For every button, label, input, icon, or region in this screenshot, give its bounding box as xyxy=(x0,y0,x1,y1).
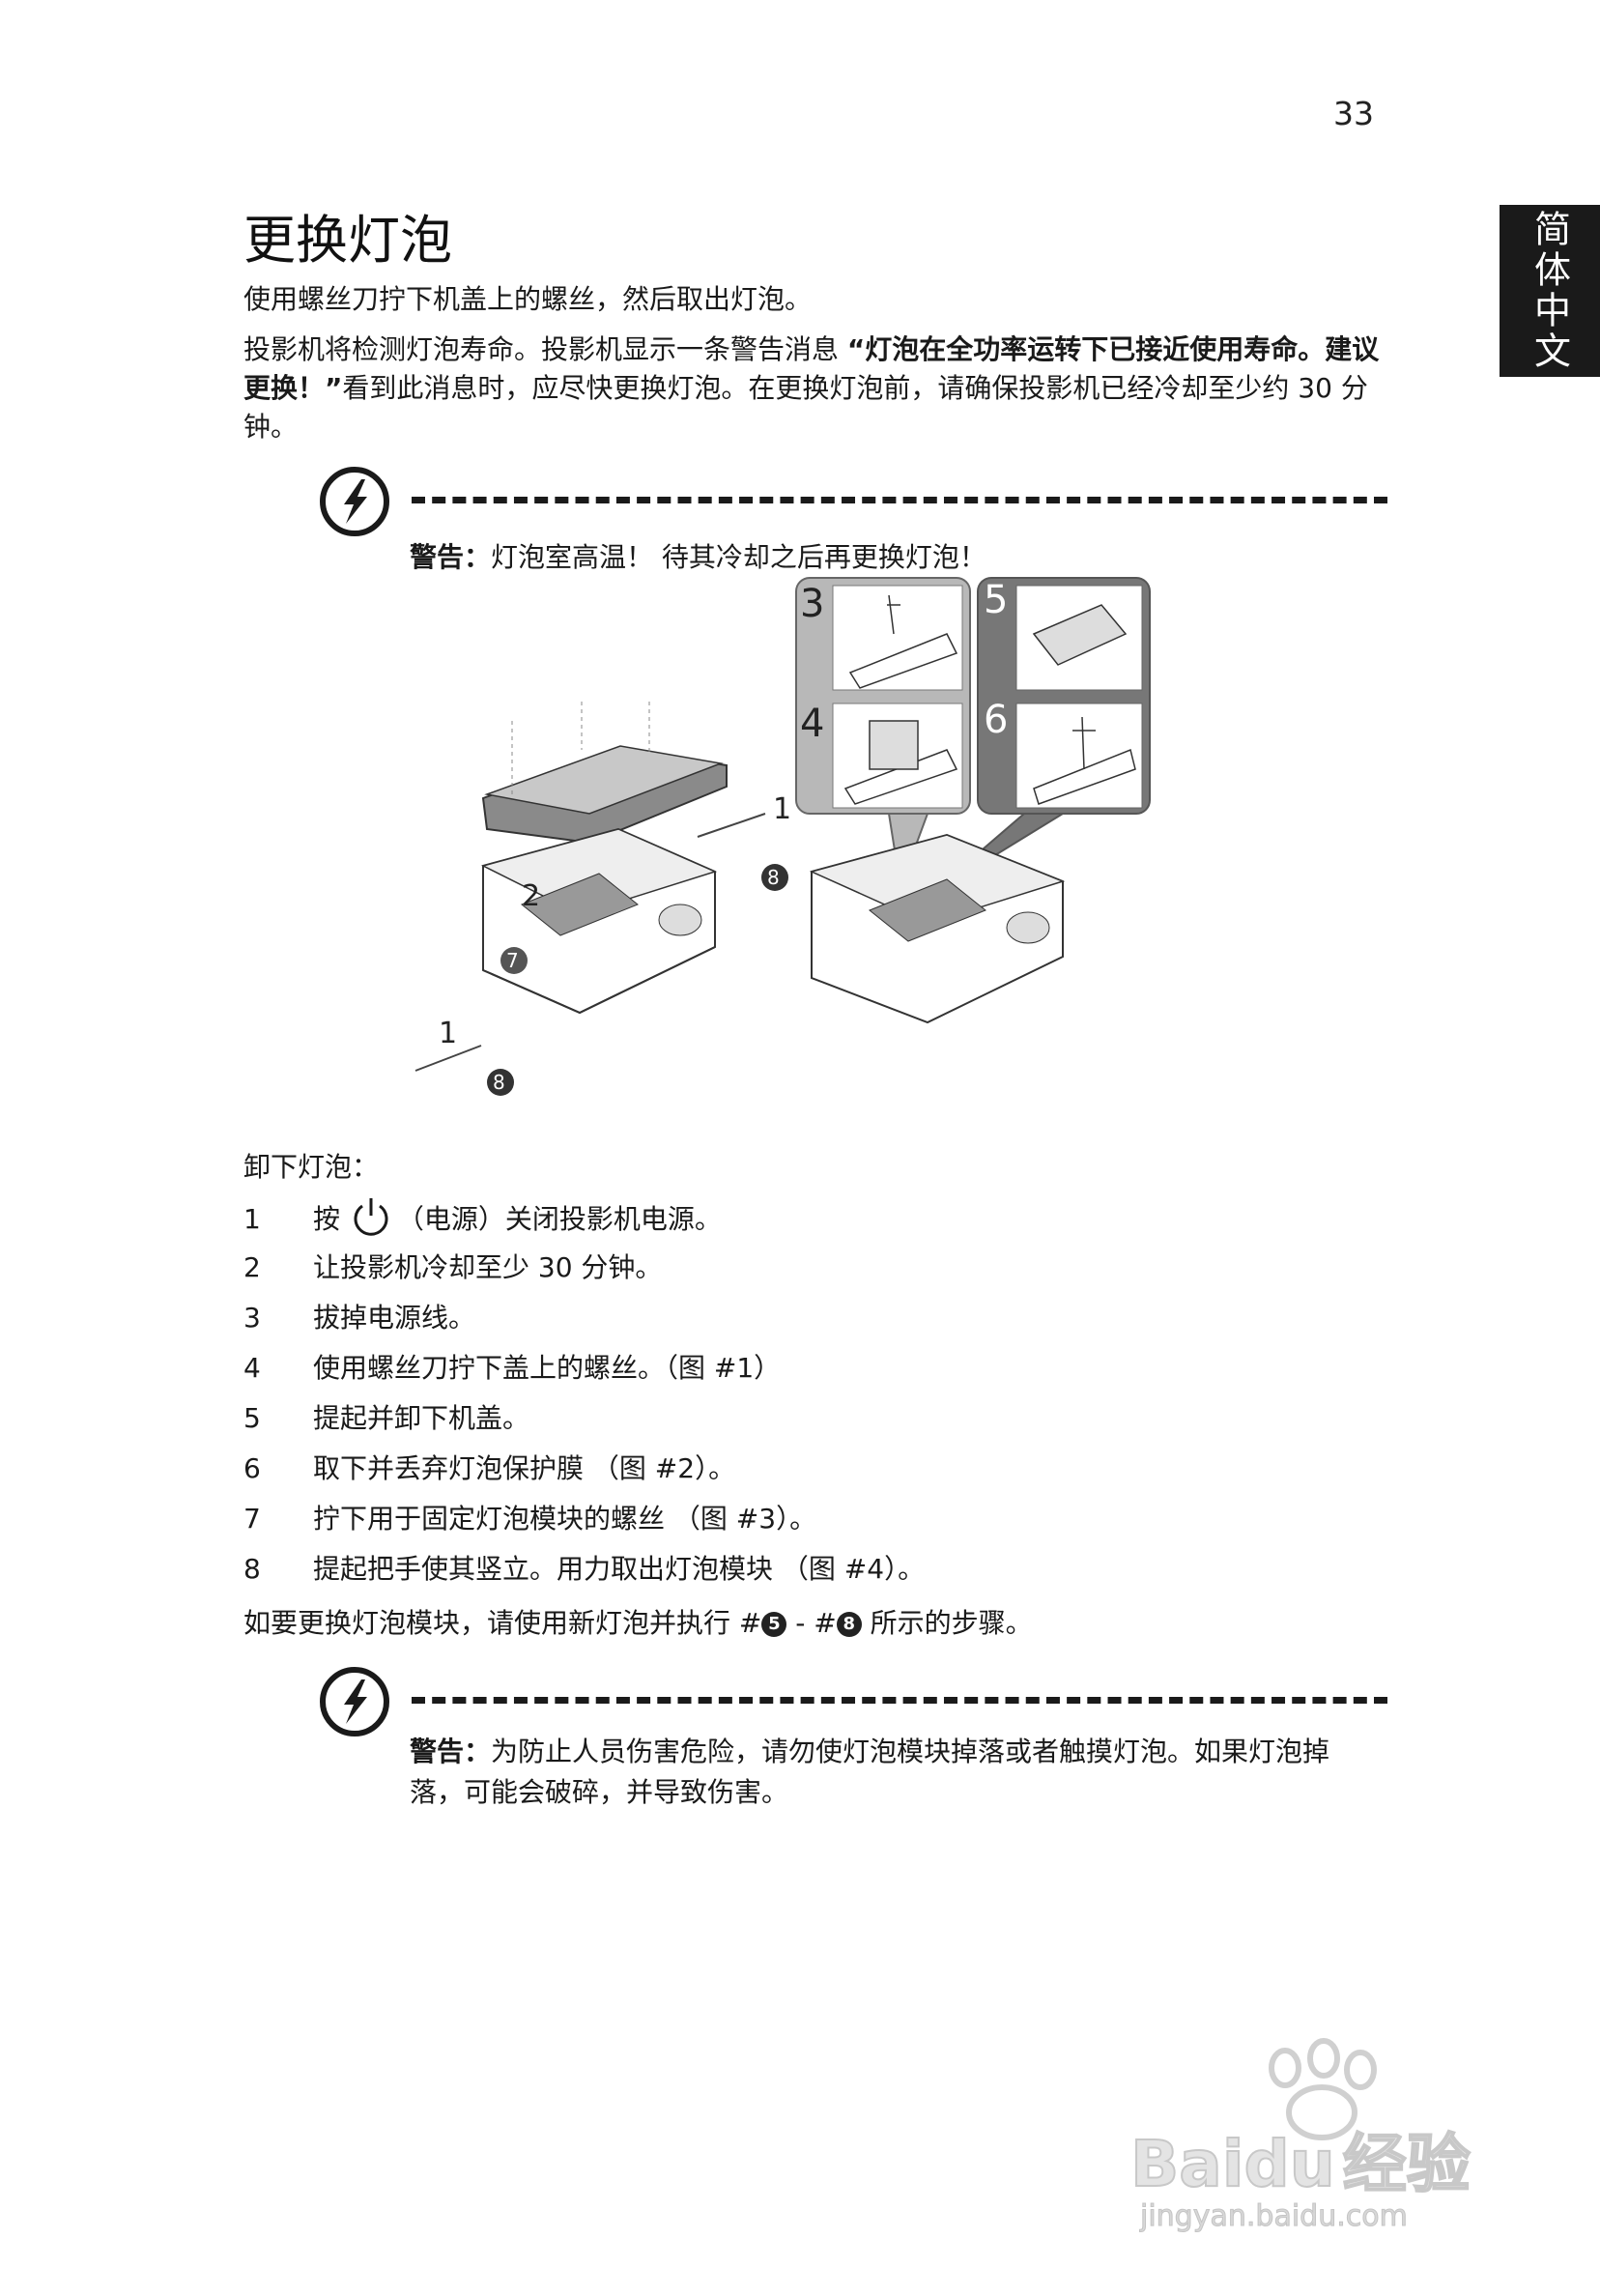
watermark-cn: 经验 xyxy=(1342,2126,1471,2202)
step-text: （电源）关闭投影机电源。 xyxy=(396,1203,722,1235)
replace-post: 所示的步骤。 xyxy=(861,1607,1033,1639)
step-5-badge: 5 xyxy=(761,1612,787,1637)
step-number: 5 xyxy=(243,1402,261,1434)
step-text: 拧下用于固定灯泡模块的螺丝 （图 #3）。 xyxy=(313,1503,817,1535)
figure-label-1-left: 1 xyxy=(439,1017,458,1050)
step-text: 使用螺丝刀拧下盖上的螺丝。（图 #1） xyxy=(313,1352,782,1384)
step-3: 3 拔掉电源线。 xyxy=(243,1299,475,1337)
step-number: 4 xyxy=(243,1352,261,1384)
figure-label-2: 2 xyxy=(522,879,541,913)
detect-text-2: 看到此消息时，应尽快更换灯泡。在更换灯泡前，请确保投影机已经冷却至少约 30 分… xyxy=(243,372,1368,443)
warning-text: 为防止人员伤害危险，请勿使灯泡模块掉落或者触摸灯泡。如果灯泡掉落，可能会破碎，并… xyxy=(410,1736,1330,1808)
step-number: 6 xyxy=(243,1452,261,1484)
warning-divider xyxy=(412,497,1387,503)
language-tab-label: 简体中文 xyxy=(1528,210,1571,372)
warning-label: 警告： xyxy=(410,541,492,573)
step-7: 7 拧下用于固定灯泡模块的螺丝 （图 #3）。 xyxy=(243,1500,816,1538)
step-text: 拔掉电源线。 xyxy=(313,1302,476,1334)
step-2: 2 让投影机冷却至少 30 分钟。 xyxy=(243,1248,662,1287)
step-text: 取下并丢弃灯泡保护膜 （图 #2）。 xyxy=(313,1452,736,1484)
step-5: 5 提起并卸下机盖。 xyxy=(243,1399,529,1438)
page-number: 33 xyxy=(1333,95,1374,132)
figure-label-8-left: 8 xyxy=(493,1071,505,1094)
figure-label-8-right: 8 xyxy=(767,866,780,889)
replace-lamp-paragraph: 如要更换灯泡模块，请使用新灯泡并执行 #5 - #8 所示的步骤。 xyxy=(243,1604,1033,1643)
warning-hot-lamp: 警告：灯泡室高温！ 待其冷却之后再更换灯泡！ xyxy=(410,537,1357,578)
figure-label-5: 5 xyxy=(984,578,1009,622)
step-8-badge: 8 xyxy=(836,1612,862,1637)
watermark-brand: Bai xyxy=(1129,2126,1244,2202)
watermark-url: jingyan.baidu.com xyxy=(1140,2199,1409,2234)
step-8: 8 提起把手使其竖立。用力取出灯泡模块 （图 #4）。 xyxy=(243,1550,925,1589)
figure-label-7: 7 xyxy=(506,949,519,972)
language-tab: 简体中文 xyxy=(1500,205,1600,377)
figure-label-1-right: 1 xyxy=(773,792,792,826)
warning-drop-lamp: 警告：为防止人员伤害危险，请勿使灯泡模块掉落或者触摸灯泡。如果灯泡掉落，可能会破… xyxy=(410,1732,1357,1813)
watermark-brand-2: du xyxy=(1243,2126,1335,2202)
figure-label-4: 4 xyxy=(800,702,825,746)
replace-pre: 如要更换灯泡模块，请使用新灯泡并执行 # xyxy=(243,1607,762,1639)
figure-drawing xyxy=(414,577,1151,1096)
warning-divider xyxy=(412,1697,1387,1704)
step-number: 8 xyxy=(243,1553,261,1585)
step-4: 4 使用螺丝刀拧下盖上的螺丝。（图 #1） xyxy=(243,1349,781,1388)
step-number: 2 xyxy=(243,1251,261,1283)
step-pre: 按 xyxy=(313,1203,341,1235)
paw-icon xyxy=(1269,2038,1377,2140)
step-number: 7 xyxy=(243,1503,261,1535)
power-icon xyxy=(354,1198,388,1236)
detect-warning-message: “灯泡在全功率运转下已接近使用寿命。建议更换！” xyxy=(243,333,1380,404)
warning-icon xyxy=(320,1667,389,1736)
replace-mid: - # xyxy=(786,1607,837,1639)
warning-label: 警告： xyxy=(410,1736,492,1767)
step-text: 提起并卸下机盖。 xyxy=(313,1402,530,1434)
step-text: 提起把手使其竖立。用力取出灯泡模块 （图 #4）。 xyxy=(313,1553,926,1585)
step-number: 3 xyxy=(243,1302,261,1334)
lamp-replacement-figure: 3 5 4 6 1 8 2 7 1 8 xyxy=(406,576,1159,1098)
remove-lamp-heading: 卸下灯泡： xyxy=(243,1151,380,1183)
warning-icon xyxy=(320,467,389,536)
step-number: 1 xyxy=(243,1203,261,1235)
warning-text: 灯泡室高温！ 待其冷却之后再更换灯泡！ xyxy=(491,541,986,573)
figure-label-3: 3 xyxy=(800,582,825,626)
page-title: 更换灯泡 xyxy=(243,210,452,271)
intro-paragraph: 使用螺丝刀拧下机盖上的螺丝，然后取出灯泡。 xyxy=(243,283,813,315)
detect-text-1: 投影机将检测灯泡寿命。投影机显示一条警告消息 xyxy=(243,333,847,365)
step-text: 让投影机冷却至少 30 分钟。 xyxy=(313,1251,663,1283)
step-1: 1 按 （电源）关闭投影机电源。 xyxy=(243,1198,722,1237)
step-6: 6 取下并丢弃灯泡保护膜 （图 #2）。 xyxy=(243,1449,735,1488)
figure-label-6: 6 xyxy=(984,698,1009,742)
lamp-detect-paragraph: 投影机将检测灯泡寿命。投影机显示一条警告消息 “灯泡在全功率运转下已接近使用寿命… xyxy=(243,330,1384,446)
